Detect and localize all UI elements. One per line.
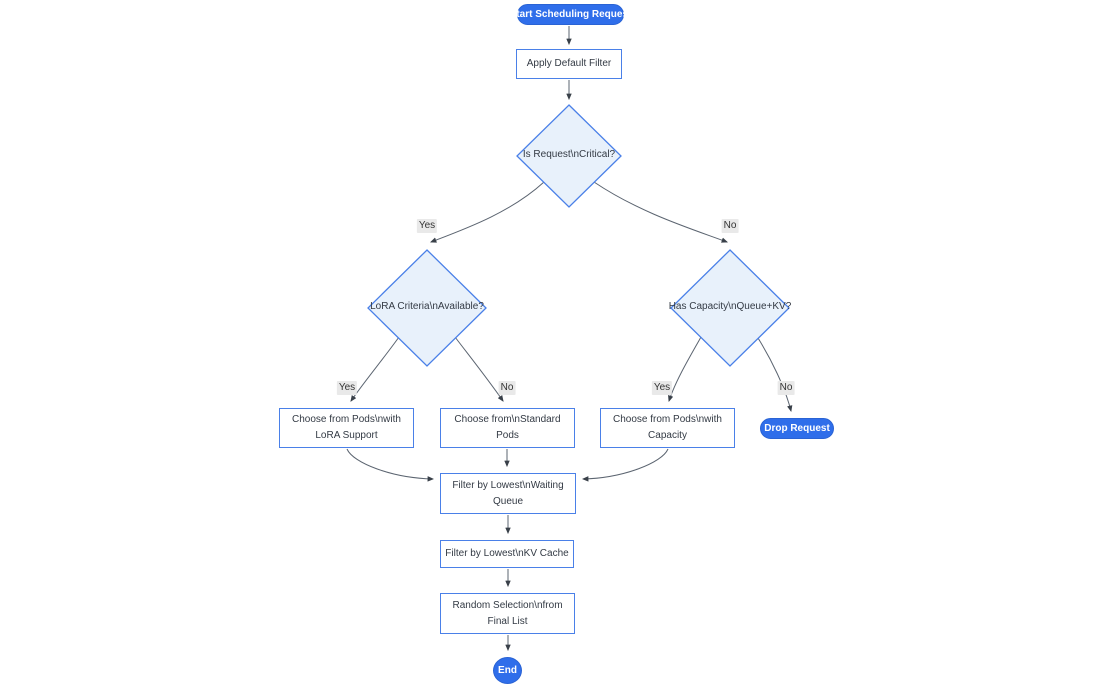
node-choose-standard-pods: Choose from\nStandard Pods	[440, 408, 575, 448]
edge-critical-no	[593, 181, 729, 243]
node-apply-default-filter: Apply Default Filter	[516, 49, 622, 79]
node-filter-lowest-waiting-queue: Filter by Lowest\nWaiting Queue	[440, 473, 576, 514]
diamond-lora-criteria	[367, 249, 487, 367]
node-end: End	[493, 657, 522, 684]
edge-lora-yes	[350, 336, 400, 402]
diamond-is-critical	[516, 104, 622, 208]
edge-capacity-to-filterqueue	[581, 448, 669, 482]
diamond-label-lora-criteria: LoRA Criteria\nAvailable?	[370, 301, 484, 312]
edge-label-critical-no: No	[721, 219, 739, 233]
node-start-scheduling-request: Start Scheduling Request	[510, 4, 631, 25]
node-choose-pods-capacity: Choose from Pods\nwith Capacity	[600, 408, 735, 448]
edge-lora-no	[454, 336, 504, 402]
edge-label-lora-no: No	[498, 381, 516, 395]
edge-critical-yes	[429, 181, 545, 243]
edge-lora-to-filterqueue	[346, 448, 435, 482]
edge-label-capacity-yes: Yes	[651, 381, 673, 395]
node-choose-pods-lora-support: Choose from Pods\nwith LoRA Support	[279, 408, 414, 448]
node-drop-request: Drop Request	[760, 418, 834, 439]
edge-label-critical-yes: Yes	[416, 219, 438, 233]
node-filter-lowest-kv-cache: Filter by Lowest\nKV Cache	[440, 540, 574, 568]
diamond-has-capacity	[670, 249, 790, 367]
edge-capacity-no	[757, 337, 793, 413]
edge-label-capacity-no: No	[777, 381, 795, 395]
edge-label-lora-yes: Yes	[336, 381, 358, 395]
node-random-selection-final-list: Random Selection\nfrom Final List	[440, 593, 575, 634]
diamond-label-is-critical: Is Request\nCritical?	[522, 149, 616, 160]
diamond-label-has-capacity: Has Capacity\nQueue+KV?	[668, 301, 792, 312]
edge-capacity-yes	[668, 336, 702, 403]
